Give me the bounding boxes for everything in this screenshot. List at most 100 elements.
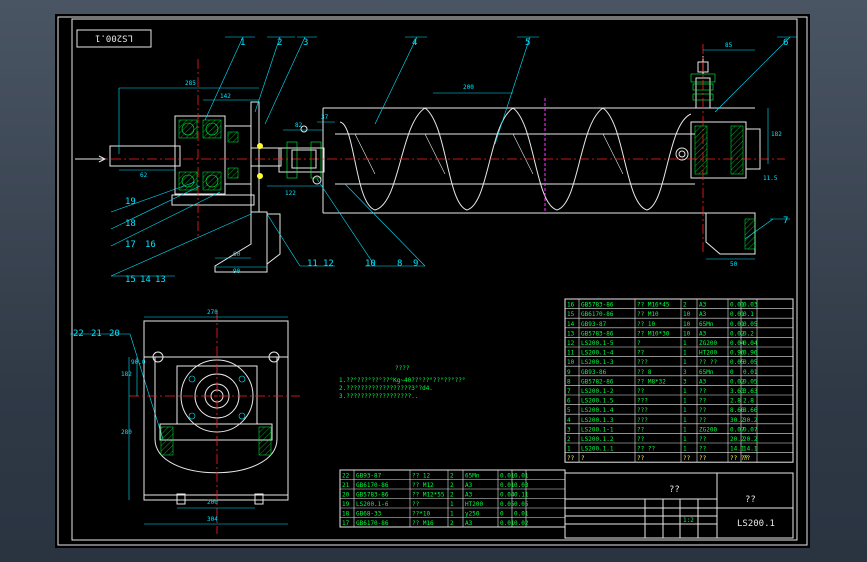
dim-182-side: 182 bbox=[121, 371, 132, 378]
label-4: 4 bbox=[412, 38, 417, 48]
bom-right-cell: LS200.1.4 bbox=[581, 407, 614, 414]
bom-left-cell: ??*10 bbox=[412, 511, 430, 518]
bom-right-cell: A3 bbox=[699, 302, 707, 309]
bom-right-cell: 0.01 bbox=[730, 311, 745, 318]
bom-right-cell: 3 bbox=[683, 378, 687, 385]
bom-right-cell: ??? bbox=[637, 407, 648, 414]
bom-right-cell: 30.2 bbox=[730, 417, 745, 424]
bom-right-cell: ??? bbox=[637, 359, 648, 366]
bom-left-cell: HT200 bbox=[465, 501, 483, 508]
dim-60: 60 bbox=[233, 251, 241, 258]
bom-right-cell: 1 bbox=[683, 398, 687, 405]
bom-left-cell: 19 bbox=[342, 501, 350, 508]
bom-right-cell: 10 bbox=[567, 359, 575, 366]
bom-right-cell: 0.1 bbox=[743, 311, 754, 318]
bom-right-header-cell: ?? bbox=[743, 455, 751, 462]
title-block-name: ?? bbox=[669, 485, 680, 495]
bom-left-cell: GB5783-86 bbox=[356, 492, 389, 499]
bom-right-cell: 3.63 bbox=[730, 388, 745, 395]
bom-left-cell: A3 bbox=[465, 520, 473, 527]
dim-90-0: 90.0 bbox=[131, 359, 146, 366]
bom-right-cell: 3 bbox=[683, 369, 687, 376]
bom-right-cell: ?? bbox=[637, 388, 645, 395]
bom-left-cell: 0 bbox=[500, 511, 504, 518]
label-12: 12 bbox=[323, 259, 334, 269]
label-1: 1 bbox=[240, 38, 245, 48]
dim-200-base: 200 bbox=[207, 499, 218, 506]
bom-left-cell: 65Mn bbox=[465, 473, 480, 480]
bom-right-cell: ??? bbox=[637, 398, 648, 405]
bom-left-cell: 2 bbox=[450, 520, 454, 527]
bom-left-cell: 0.02 bbox=[514, 520, 529, 527]
notes-line-3: 3.??????????????????.. bbox=[339, 393, 418, 400]
bom-left-cell: 0.11 bbox=[514, 492, 529, 499]
bom-right-cell: GB5783-86 bbox=[581, 302, 614, 309]
bom-right-cell: 11 bbox=[567, 350, 575, 357]
bom-left-cell: 0.01 bbox=[514, 473, 529, 480]
bom-left-cell: A3 bbox=[465, 482, 473, 489]
bom-left-cell: GB6170-86 bbox=[356, 520, 389, 527]
label-22: 22 bbox=[73, 329, 84, 339]
bom-right-cell: 0.05 bbox=[743, 378, 758, 385]
bom-right-cell: 20.2 bbox=[730, 436, 745, 443]
bom-left-cell: GB68-33 bbox=[356, 511, 382, 518]
bom-left-cell: 0.04 bbox=[500, 492, 515, 499]
bom-right-cell: ?? bbox=[699, 417, 707, 424]
bom-left-cell: 2 bbox=[450, 482, 454, 489]
label-16: 16 bbox=[145, 240, 156, 250]
bom-right-cell: 65Mn bbox=[699, 321, 714, 328]
label-9: 9 bbox=[413, 259, 418, 269]
bom-right-cell: 1 bbox=[683, 359, 687, 366]
label-10: 10 bbox=[365, 259, 376, 269]
bom-right-cell: 1 bbox=[683, 436, 687, 443]
bom-right-cell: 0.01 bbox=[730, 302, 745, 309]
bom-right-cell: 0.04 bbox=[730, 340, 745, 347]
bom-right-cell: 0.07 bbox=[730, 426, 745, 433]
label-19: 19 bbox=[125, 197, 136, 207]
bom-right-cell: 0.96 bbox=[730, 350, 745, 357]
bom-right-cell: 1 bbox=[683, 407, 687, 414]
bom-left-cell: 17 bbox=[342, 520, 350, 527]
bom-left-cell: LS200.1-6 bbox=[356, 501, 389, 508]
bom-left-cell: 18 bbox=[342, 511, 350, 518]
bom-right-cell: ?? bbox=[699, 436, 707, 443]
bom-right-cell: 15 bbox=[567, 311, 575, 318]
bom-right-cell: 0.05 bbox=[743, 359, 758, 366]
label-8: 8 bbox=[397, 259, 402, 269]
bom-right-cell: ?? M10 bbox=[637, 311, 659, 318]
bom-right-cell: ?? bbox=[699, 446, 707, 453]
bom-left-cell: 0.01 bbox=[500, 520, 515, 527]
bom-right-cell: LS200.1.1 bbox=[581, 446, 614, 453]
bom-left-cell: GB6170-86 bbox=[356, 482, 389, 489]
drawing-viewport[interactable]: LS200.1 bbox=[55, 14, 810, 548]
bom-right-cell: ?? 8 bbox=[637, 369, 652, 376]
bom-right-cell: ?? M16*45 bbox=[637, 302, 670, 309]
bom-right-cell: 8.66 bbox=[730, 407, 745, 414]
bom-right-cell: 10 bbox=[683, 311, 691, 318]
label-14: 14 bbox=[140, 275, 151, 285]
title-block-scale: 1:2 bbox=[683, 517, 694, 524]
bom-right-cell: ?? ?? bbox=[699, 359, 717, 366]
bom-left-cell: A3 bbox=[465, 492, 473, 499]
bom-right-cell: ZG200 bbox=[699, 426, 717, 433]
bom-right-cell: 10 bbox=[683, 330, 691, 337]
dim-304: 304 bbox=[207, 516, 218, 523]
bom-right-cell: 8 bbox=[567, 378, 571, 385]
bom-left-cell: γ250 bbox=[465, 511, 480, 518]
label-3: 3 bbox=[303, 38, 308, 48]
label-17: 17 bbox=[125, 240, 136, 250]
bom-left-cell: 0.01 bbox=[500, 482, 515, 489]
bom-left-cell: 0.05 bbox=[500, 501, 515, 508]
bom-right-cell: 10 bbox=[683, 321, 691, 328]
bom-right-cell: 14.1 bbox=[743, 446, 758, 453]
bom-right-cell: ?? M10*30 bbox=[637, 330, 670, 337]
bom-right-cell: ZG200 bbox=[699, 340, 717, 347]
bom-right-cell: ?? bbox=[637, 426, 645, 433]
dim-11-5: 11.5 bbox=[763, 175, 778, 182]
bom-left-cell: ?? M12*55 bbox=[412, 492, 445, 499]
dim-270: 270 bbox=[207, 309, 218, 316]
bom-right-cell: 0.03 bbox=[743, 302, 758, 309]
bom-right-header-cell: ?? bbox=[699, 455, 707, 462]
bom-right-cell: ?? bbox=[699, 388, 707, 395]
bom-right-cell: 7 bbox=[567, 388, 571, 395]
